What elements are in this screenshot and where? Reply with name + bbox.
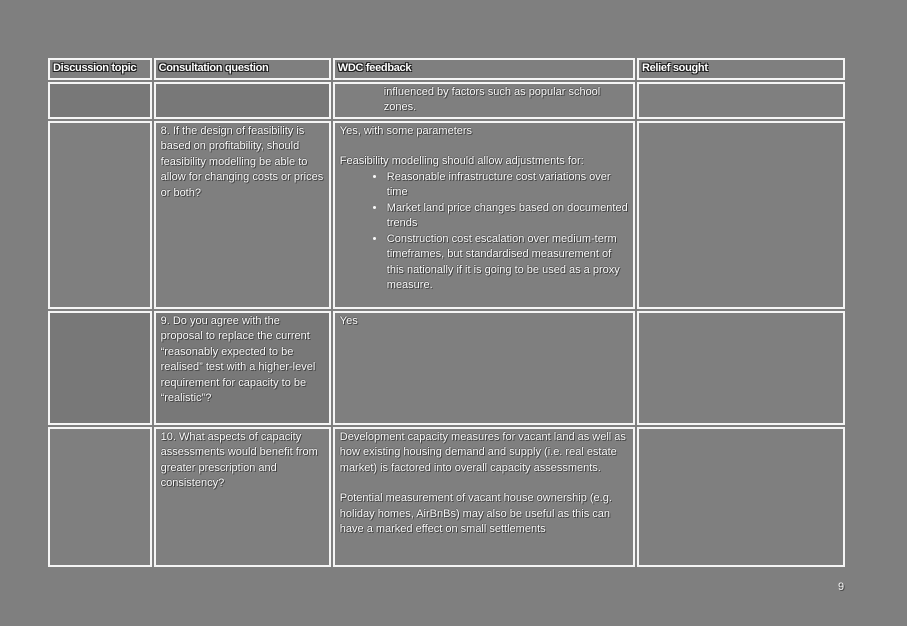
feedback-lead-text: Feasibility modelling should allow adjus… [339, 155, 584, 167]
column-header-discussion-topic: Discussion topic [48, 58, 152, 80]
feedback-paragraph: Potential measurement of vacant house ow… [339, 492, 612, 535]
feedback-bullet: Reasonable infrastructure cost variation… [386, 170, 628, 201]
relief-sought-cell [636, 120, 845, 309]
column-header-relief-sought: Relief sought [636, 58, 845, 80]
table-row: influenced by factors such as popular sc… [48, 81, 845, 119]
feedback-bullet: Market land price changes based on docum… [386, 201, 628, 232]
wdc-feedback-cell: Yes [332, 310, 635, 425]
wdc-feedback-cell: Development capacity measures for vacant… [332, 426, 635, 567]
consultation-question-cell: 10. What aspects of capacity assessments… [153, 426, 331, 567]
table-header-row: Discussion topic Consultation question W… [48, 58, 845, 80]
discussion-topic-cell [48, 310, 152, 425]
discussion-topic-cell [48, 120, 152, 309]
column-header-consultation-question: Consultation question [153, 58, 331, 80]
table-row: 9. Do you agree with the proposal to rep… [48, 310, 845, 425]
feedback-bullet-list: Reasonable infrastructure cost variation… [340, 170, 628, 294]
feedback-text: Yes [339, 314, 358, 327]
consultation-question-cell: 9. Do you agree with the proposal to rep… [153, 310, 331, 425]
consultation-question-cell [153, 81, 331, 119]
relief-sought-cell [636, 310, 845, 425]
column-header-wdc-feedback: WDC feedback [332, 58, 635, 80]
relief-sought-cell [636, 426, 845, 567]
relief-sought-cell [636, 81, 845, 119]
consultation-question-cell: 8. If the design of feasibility is based… [153, 120, 331, 309]
consultation-feedback-table: Discussion topic Consultation question W… [46, 56, 847, 569]
feedback-paragraph: Development capacity measures for vacant… [339, 430, 626, 474]
question-text: 8. If the design of feasibility is based… [160, 124, 324, 199]
wdc-feedback-cell: influenced by factors such as popular sc… [332, 81, 635, 119]
question-text: 10. What aspects of capacity assessments… [160, 430, 318, 490]
discussion-topic-cell [48, 426, 152, 567]
table-row: 8. If the design of feasibility is based… [48, 120, 845, 309]
wdc-feedback-cell: Yes, with some parameters Feasibility mo… [332, 120, 635, 309]
feedback-intro-text: Yes, with some parameters [339, 124, 473, 137]
discussion-topic-cell [48, 81, 152, 119]
table-row: 10. What aspects of capacity assessments… [48, 426, 845, 567]
feedback-continuation-text: influenced by factors such as popular sc… [383, 85, 601, 114]
page-number: 9 [838, 581, 845, 593]
question-text: 9. Do you agree with the proposal to rep… [160, 314, 316, 405]
feedback-bullet: Construction cost escalation over medium… [386, 232, 628, 294]
